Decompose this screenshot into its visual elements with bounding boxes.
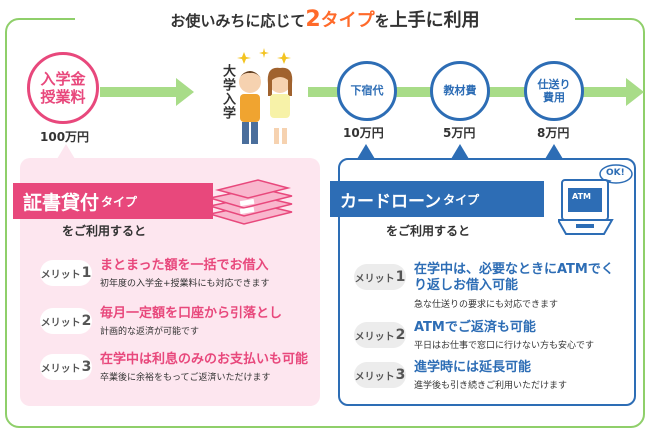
- bubble-lodging-line1: 下宿代: [350, 84, 384, 98]
- left-merit-sub-1: 初年度の入学金+授業料にも対応できます: [100, 279, 270, 290]
- ok-bubble-text: OK!: [606, 168, 625, 178]
- card-loan-name: カードローン: [340, 191, 442, 212]
- amount-lodging: 10万円: [343, 126, 384, 140]
- right-merit-heading-3: 進学時には延長可能: [414, 360, 532, 375]
- right-merit-heading-1: 在学中は、必要なときにATMでくり返しお借入可能: [414, 262, 614, 294]
- left-use-text: をご利用すると: [62, 224, 147, 238]
- timeline-arrow-1: [100, 87, 178, 97]
- bubble-tuition-line2: 授業料: [40, 88, 86, 106]
- bubble-allowance-line1: 仕送り: [537, 77, 571, 91]
- left-merit-heading-1: まとまった額を一括でお借入: [100, 258, 269, 273]
- right-merit-sub-3: 進学後も引き続きご利用いただけます: [414, 381, 568, 392]
- atm-label: ATM: [572, 192, 591, 201]
- right-merit-badge-text-1: メリット: [354, 273, 395, 285]
- right-merit-num-2: 2: [395, 327, 406, 343]
- amount-allowance: 8万円: [537, 126, 570, 140]
- left-merit-text-1: まとまった額を一括でお借入 初年度の入学金+授業料にも対応できます: [100, 258, 270, 289]
- right-merit-heading-2: ATMでご返済も可能: [414, 320, 536, 335]
- pointer-right-3: [545, 144, 563, 159]
- pointer-left: [57, 144, 75, 159]
- left-merit-num-2: 2: [81, 313, 92, 329]
- right-use-text: をご利用すると: [386, 224, 471, 238]
- right-merit-sub-2: 平日はお仕事で窓口に行けない方も安心です: [414, 341, 595, 352]
- bubble-tuition: 入学金授業料: [27, 52, 99, 124]
- left-merit-text-3: 在学中は利息のみのお支払いも可能 卒業後に余裕をもってご返済いただけます: [100, 352, 308, 383]
- title-post: 上手に利用: [389, 10, 480, 31]
- cash-stack-icon: [209, 179, 293, 225]
- left-merit-num-3: 3: [81, 359, 92, 375]
- right-merit-num-1: 1: [395, 269, 406, 285]
- bubble-tuition-line1: 入学金: [40, 70, 86, 88]
- timeline-arrow-head-2: [626, 78, 644, 106]
- left-merit-badge-text-2: メリット: [40, 317, 81, 329]
- card-loan-suffix: タイプ: [443, 192, 480, 207]
- pointer-right-2: [451, 144, 469, 159]
- pointer-right-1: [357, 144, 375, 159]
- right-merit-badge-text-3: メリット: [354, 371, 395, 383]
- amount-tuition: 100万円: [40, 130, 90, 144]
- bubble-lodging: 下宿代: [337, 61, 397, 121]
- title-number: 2: [305, 7, 321, 32]
- left-merit-sub-2: 計画的な返済が可能です: [100, 327, 200, 338]
- amount-textbooks: 5万円: [443, 126, 476, 140]
- bubble-allowance-line2: 費用: [543, 91, 565, 104]
- timeline-arrow-head-1: [176, 78, 194, 106]
- right-merit-text-1: 在学中は、必要なときにATMでくり返しお借入可能 急な仕送りの要求にも対応できま…: [414, 262, 622, 310]
- right-merit-text-3: 進学時には延長可能 進学後も引き続きご利用いただけます: [414, 360, 567, 391]
- label-card-loan: カードローンタイプ: [330, 181, 544, 217]
- right-merit-badge-text-2: メリット: [354, 331, 395, 343]
- left-merit-num-1: 1: [81, 265, 92, 281]
- left-merit-sub-3: 卒業後に余裕をもってご返済いただけます: [100, 373, 271, 384]
- left-merit-badge-text-1: メリット: [40, 269, 81, 281]
- left-merit-badge-text-3: メリット: [40, 363, 81, 375]
- bubble-allowance: 仕送り費用: [524, 61, 584, 121]
- milestone-label: 大学入学: [220, 64, 235, 120]
- left-merit-text-2: 毎月一定額を口座から引落とし 計画的な返済が可能です: [100, 306, 282, 337]
- right-merit-sub-1: 急な仕送りの要求にも対応できます: [414, 299, 559, 310]
- left-merit-heading-2: 毎月一定額を口座から引落とし: [100, 306, 283, 321]
- bubble-textbooks: 教材費: [430, 61, 490, 121]
- label-certificate-loan: 証書貸付タイプ: [13, 183, 213, 219]
- atm-icon: [558, 164, 633, 235]
- left-merit-heading-3: 在学中は利息のみのお支払いも可能: [100, 352, 309, 367]
- certificate-loan-suffix: タイプ: [101, 194, 138, 209]
- students-illustration: [237, 48, 293, 144]
- bubble-textbooks-line1: 教材費: [443, 84, 477, 98]
- title-banner: お使いみちに応じて2タイプを上手に利用: [75, 4, 575, 34]
- page-title: お使いみちに応じて2タイプを上手に利用: [170, 6, 479, 32]
- right-merit-num-3: 3: [395, 367, 406, 383]
- title-highlight: タイプ: [320, 10, 375, 31]
- title-mid: を: [374, 12, 390, 30]
- title-pre: お使いみちに応じて: [170, 12, 306, 30]
- right-merit-text-2: ATMでご返済も可能 平日はお仕事で窓口に行けない方も安心です: [414, 320, 594, 351]
- certificate-loan-name: 証書貸付: [23, 191, 100, 214]
